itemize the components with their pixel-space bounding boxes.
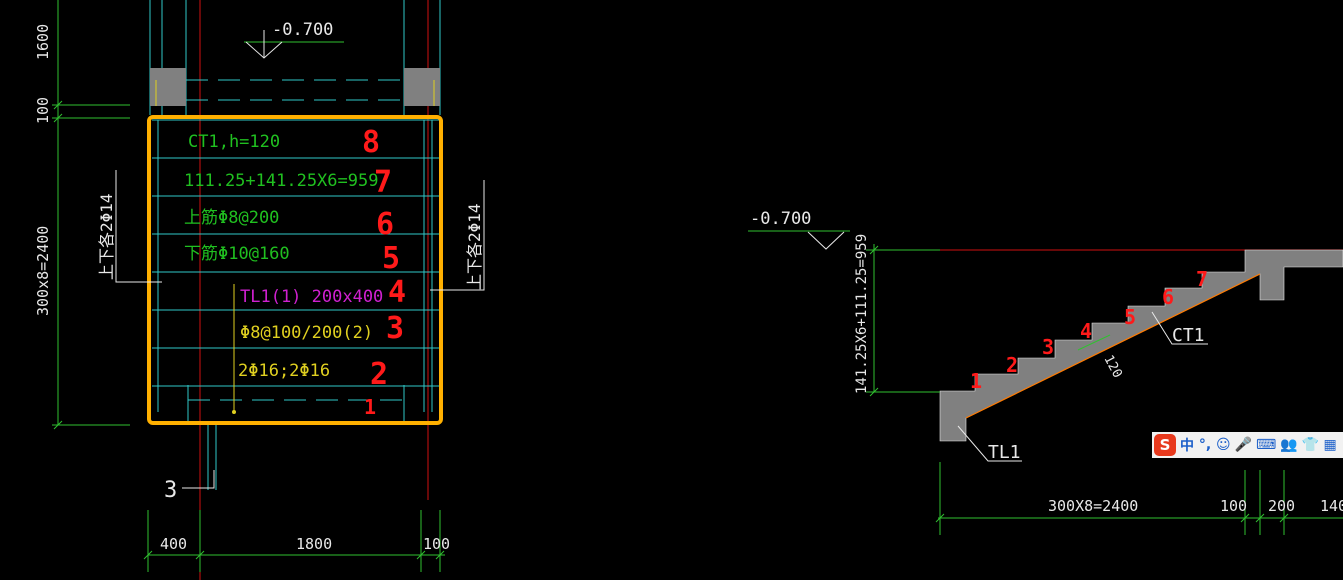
rebar-label-left: 上下各2Φ14: [97, 193, 116, 280]
plan-annotation-7: 7: [374, 165, 392, 200]
slab-label-ct1: CT1: [1172, 325, 1205, 346]
stair-plan-view: -0.700 CT1,h=120 111.25+141.25X6=959 上筋Φ…: [34, 0, 485, 580]
plan-annotation-5: 5: [382, 241, 400, 276]
section-elevation-label: -0.700: [750, 209, 811, 229]
callout-tl1-beam: TL1(1) 200x400: [240, 287, 383, 307]
section-dim-bottom-200: 200: [1268, 497, 1295, 515]
beam-label-tl1: TL1: [988, 442, 1021, 463]
ime-users-icon[interactable]: 👥: [1280, 437, 1298, 453]
ime-skin-icon[interactable]: 👕: [1301, 437, 1320, 453]
ime-punctuation-button[interactable]: °,: [1198, 437, 1212, 453]
callout-bottom-rebar: 下筋Φ10@160: [184, 244, 290, 264]
section-annotation-6: 6: [1162, 285, 1174, 309]
section-dim-bottom-100: 100: [1220, 497, 1247, 515]
dim-left-main: 300x8=2400: [34, 226, 52, 316]
stair-section-view: -0.700 120 141.25X6+111.25=959 CT1 TL1 1…: [748, 209, 1343, 535]
ime-keyboard-icon[interactable]: ⌨: [1256, 437, 1277, 453]
section-marker: 3: [164, 478, 177, 503]
dim-left-mid: 100: [34, 97, 52, 124]
plan-annotation-8: 8: [362, 125, 380, 160]
callout-ct1: CT1,h=120: [188, 132, 280, 152]
section-annotation-4: 4: [1080, 319, 1092, 343]
section-annotation-7: 7: [1196, 267, 1208, 291]
stair-flight: [939, 249, 1343, 442]
ime-logo-icon[interactable]: S: [1154, 434, 1176, 456]
section-annotation-3: 3: [1042, 335, 1054, 359]
plan-annotation-4: 4: [388, 275, 406, 310]
callout-step-formula: 111.25+141.25X6=959: [184, 171, 378, 191]
plan-elevation-label: -0.700: [272, 20, 333, 40]
column-left: [150, 68, 186, 106]
ime-emoji-icon[interactable]: ☺: [1216, 437, 1231, 453]
section-dim-bottom-140: 140: [1320, 497, 1343, 515]
rebar-label-right: 上下各2Φ14: [465, 203, 484, 290]
ime-grid-icon[interactable]: ▦: [1323, 437, 1337, 453]
plan-annotation-1: 1: [364, 395, 376, 419]
column-right: [404, 68, 440, 106]
highlight-box: [147, 115, 443, 425]
ime-microphone-icon[interactable]: 🎤: [1234, 437, 1253, 453]
slab-thickness-label: 120: [1100, 353, 1124, 381]
dim-bottom-100: 100: [423, 535, 450, 553]
callout-longitudinal-rebar: 2Φ16;2Φ16: [238, 361, 330, 381]
section-annotation-2: 2: [1006, 353, 1018, 377]
plan-annotation-3: 3: [386, 311, 404, 346]
callout-top-rebar: 上筋Φ8@200: [184, 208, 279, 228]
dim-bottom-400: 400: [160, 535, 187, 553]
callout-stirrup: Φ8@100/200(2): [240, 323, 373, 343]
dim-left-top: 1600: [34, 24, 52, 60]
section-annotation-5: 5: [1124, 305, 1136, 329]
plan-annotation-6: 6: [376, 207, 394, 242]
dim-bottom-1800: 1800: [296, 535, 332, 553]
section-dim-bottom-main: 300X8=2400: [1048, 497, 1138, 515]
ime-toolbar[interactable]: S 中 °, ☺ 🎤 ⌨ 👥 👕 ▦: [1152, 432, 1343, 458]
section-annotation-1: 1: [970, 369, 982, 393]
ime-chinese-mode-button[interactable]: 中: [1180, 438, 1194, 454]
section-dim-vertical: 141.25X6+111.25=959: [854, 234, 870, 394]
plan-annotation-2: 2: [370, 357, 388, 392]
